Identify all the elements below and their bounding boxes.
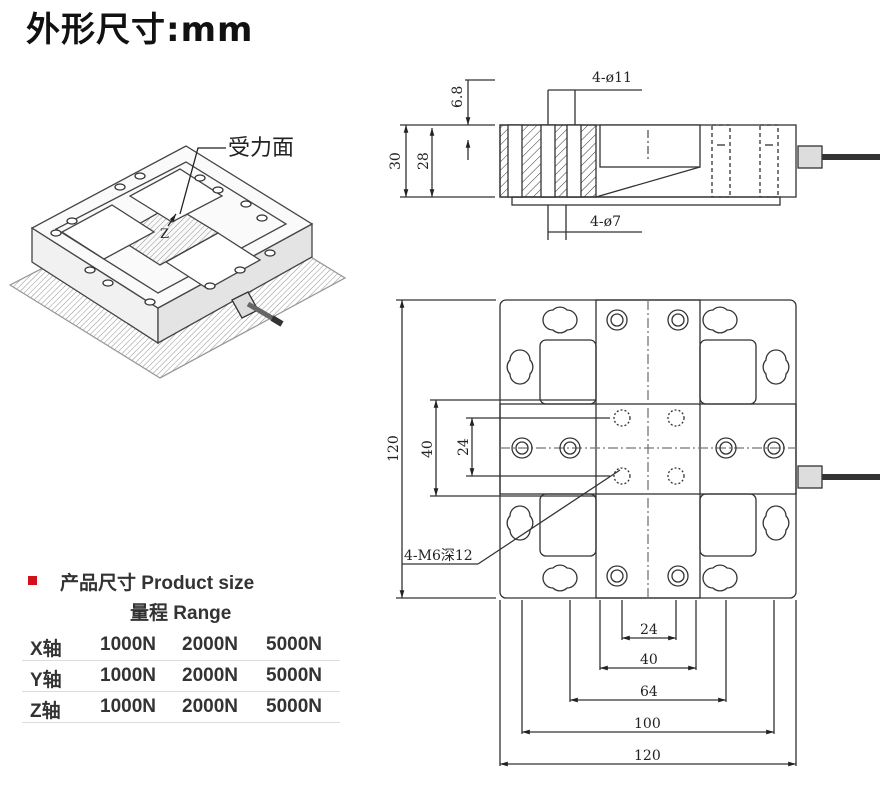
side-dim-6-8: 6.8	[450, 86, 466, 108]
spec-row-z: Z轴 1000N 2000N 5000N	[22, 692, 340, 723]
spec-heading: 产品尺寸 Product size	[60, 573, 255, 594]
spec-axis: X轴	[30, 639, 62, 660]
spec-axis: Z轴	[30, 701, 61, 722]
iso-z-arrow	[167, 213, 177, 227]
side-dim-30: 30	[388, 152, 404, 170]
iso-z-letter: Z	[160, 227, 169, 242]
top-dim-bottom-64: 64	[640, 684, 658, 700]
spec-range-heading: 量程 Range	[130, 603, 232, 624]
top-dim-bottom-40: 40	[640, 652, 658, 668]
spec-value: 1000N	[100, 634, 156, 655]
spec-value: 2000N	[182, 696, 238, 717]
top-view	[396, 299, 880, 767]
spec-row-y: Y轴 1000N 2000N 5000N	[22, 661, 340, 692]
top-thread-label: 4-M6深12	[404, 548, 473, 564]
iso-label: 受力面	[228, 136, 294, 161]
spec-value: 5000N	[266, 665, 322, 686]
top-dim-bottom-100: 100	[634, 716, 661, 732]
top-pocket-tr	[699, 339, 757, 405]
side-view	[400, 79, 880, 240]
top-pocket-tl	[539, 339, 597, 405]
spec-value: 5000N	[266, 696, 322, 717]
spec-value: 2000N	[182, 665, 238, 686]
side-pocket	[599, 124, 701, 168]
spec-value: 2000N	[182, 634, 238, 655]
spec-row-x: X轴 1000N 2000N 5000N	[22, 630, 340, 661]
top-dim-120-vertical: 120	[386, 435, 402, 462]
side-dim-28: 28	[416, 152, 432, 170]
spec-axis: Y轴	[30, 670, 62, 691]
side-holes-top: 4-ø11	[592, 70, 632, 86]
top-dim-bottom-24: 24	[640, 622, 658, 638]
iso-connector	[231, 291, 284, 327]
iso-slot-left	[60, 204, 156, 260]
iso-slot-top	[128, 168, 224, 223]
top-pocket-br	[699, 493, 757, 557]
spec-value: 1000N	[100, 665, 156, 686]
top-dim-24-vertical: 24	[456, 438, 472, 456]
iso-bolt-holes	[50, 172, 276, 306]
top-dim-bottom-120: 120	[634, 748, 661, 764]
isometric-view	[8, 145, 347, 379]
iso-slot-right	[164, 232, 262, 290]
iso-leader-line	[179, 147, 226, 215]
iso-inner-frame	[54, 161, 288, 294]
top-bolt-holes	[511, 309, 785, 587]
side-holes-bottom: 4-ø7	[590, 214, 621, 230]
spec-value: 5000N	[266, 634, 322, 655]
top-pocket-bl	[539, 493, 597, 557]
page-title: 外形尺寸:mm	[26, 10, 254, 50]
spec-value: 1000N	[100, 696, 156, 717]
top-slot-holes	[506, 306, 790, 592]
spec-bullet	[28, 576, 37, 585]
top-dim-40-vertical: 40	[420, 440, 436, 458]
top-m6-holes	[613, 409, 685, 485]
top-connector	[797, 465, 823, 489]
side-connector	[797, 145, 823, 169]
